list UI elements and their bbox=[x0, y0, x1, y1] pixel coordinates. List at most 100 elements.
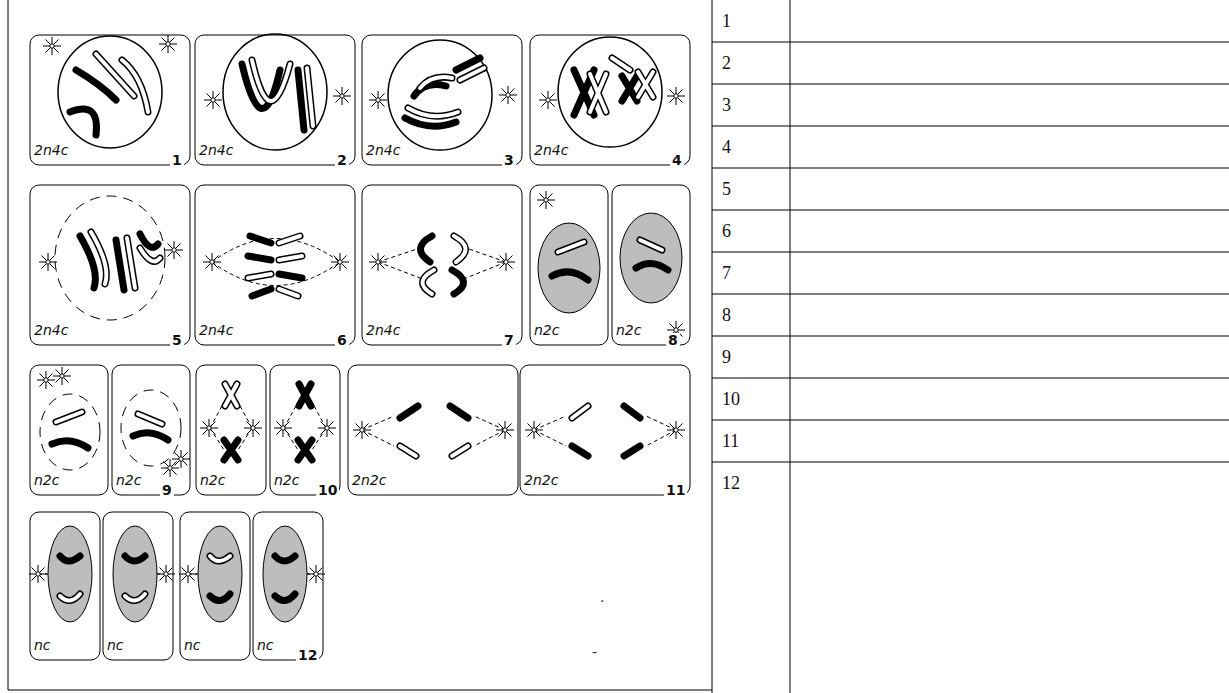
illustration-part bbox=[196, 365, 266, 495]
table-row-number: 5 bbox=[722, 180, 731, 198]
illustration-part bbox=[362, 185, 522, 345]
stage-number: 8 bbox=[666, 333, 680, 347]
illustration-part bbox=[558, 242, 584, 252]
illustration-part bbox=[460, 68, 484, 80]
illustration-part bbox=[712, 252, 1229, 253]
table-grid bbox=[8, 0, 1229, 693]
illustration-part bbox=[223, 34, 327, 150]
illustration-part bbox=[30, 512, 100, 660]
stage-number: 5 bbox=[170, 333, 184, 347]
illustration-part bbox=[212, 262, 340, 286]
illustration-part bbox=[195, 185, 355, 345]
chromosome-formula: n2c bbox=[274, 473, 299, 487]
illustration-part bbox=[552, 272, 588, 280]
illustration-part bbox=[125, 556, 145, 561]
illustration-part bbox=[116, 240, 124, 290]
illustration-part bbox=[279, 256, 302, 260]
illustration-part bbox=[712, 294, 1229, 295]
chromosome-formula: n2c bbox=[200, 473, 225, 487]
stage-number: 3 bbox=[502, 153, 516, 167]
illustration-part bbox=[140, 248, 160, 261]
illustration-part bbox=[307, 68, 313, 126]
illustration-part bbox=[712, 126, 1229, 127]
illustration-part bbox=[590, 74, 606, 112]
illustration-part bbox=[572, 446, 588, 456]
illustration-part bbox=[263, 526, 307, 622]
chromosome-formula: n2c bbox=[34, 473, 59, 487]
illustration-part bbox=[612, 185, 690, 345]
illustration-part bbox=[125, 594, 145, 601]
stage-number: 4 bbox=[670, 153, 684, 167]
stage-6-figure bbox=[195, 185, 355, 345]
table-row-number: 1 bbox=[722, 12, 731, 30]
illustration-part bbox=[422, 270, 434, 294]
illustration-part bbox=[279, 256, 302, 260]
illustration-part bbox=[497, 253, 515, 271]
illustration-part bbox=[638, 72, 653, 97]
illustration-part bbox=[388, 40, 492, 150]
illustration-part bbox=[298, 440, 312, 460]
illustration-part bbox=[30, 35, 190, 165]
illustration-part bbox=[452, 446, 468, 456]
illustration-part bbox=[712, 420, 1229, 421]
illustration-part bbox=[127, 238, 135, 288]
chromosome-formula: 2n4c bbox=[366, 323, 400, 337]
illustration-part bbox=[636, 263, 668, 270]
illustration-part bbox=[624, 446, 640, 456]
illustration-part bbox=[534, 416, 676, 446]
illustration-part bbox=[279, 236, 300, 243]
illustration-part bbox=[122, 60, 148, 112]
table-row-number: 6 bbox=[722, 222, 731, 240]
stage-9-figure bbox=[30, 365, 190, 495]
illustration-part bbox=[157, 565, 175, 583]
illustration-part bbox=[362, 416, 505, 446]
chromosome-formula: nc bbox=[257, 638, 274, 652]
illustration-part bbox=[159, 35, 177, 53]
illustration-part bbox=[279, 289, 298, 296]
illustration-part bbox=[712, 378, 1229, 379]
illustration-part bbox=[279, 274, 302, 278]
stray-mark: - bbox=[592, 645, 597, 659]
illustration-part bbox=[460, 68, 484, 80]
illustration-part bbox=[48, 526, 92, 622]
illustration-part bbox=[307, 565, 325, 583]
illustration-part bbox=[408, 108, 458, 116]
table-row-number: 10 bbox=[722, 390, 740, 408]
illustration-part bbox=[53, 367, 71, 385]
illustration-part bbox=[530, 185, 608, 345]
illustration-part bbox=[56, 412, 82, 422]
illustration-part bbox=[558, 242, 584, 252]
illustration-part bbox=[640, 240, 662, 250]
stage-3-figure bbox=[362, 35, 522, 165]
stage-11-figure bbox=[348, 365, 690, 495]
table-row-number: 9 bbox=[722, 348, 731, 366]
illustration-part bbox=[712, 462, 1229, 463]
illustration-part bbox=[140, 248, 160, 261]
stage-number: 11 bbox=[664, 483, 687, 497]
illustration-part bbox=[248, 256, 271, 260]
illustration-part bbox=[496, 421, 514, 439]
illustration-part bbox=[712, 210, 1229, 211]
illustration-part bbox=[195, 35, 355, 165]
illustration-part bbox=[400, 446, 416, 456]
illustration-part bbox=[121, 390, 181, 466]
illustration-part bbox=[96, 54, 134, 96]
illustration-part bbox=[60, 594, 80, 601]
illustration-part bbox=[38, 574, 317, 575]
illustration-part bbox=[52, 441, 88, 448]
illustration-part bbox=[667, 421, 685, 439]
illustration-part bbox=[8, 0, 9, 690]
stage-number: 1 bbox=[170, 153, 184, 167]
illustration-part bbox=[248, 274, 271, 278]
illustration-part bbox=[638, 72, 653, 97]
illustration-part bbox=[362, 35, 522, 165]
illustration-part bbox=[454, 236, 466, 262]
stage-1-figure bbox=[30, 35, 190, 165]
illustration-part bbox=[499, 86, 517, 104]
illustration-part bbox=[275, 556, 295, 561]
illustration-part bbox=[284, 402, 326, 450]
illustration-part bbox=[210, 594, 230, 601]
chromosome-formula: 2n4c bbox=[34, 143, 68, 157]
illustration-part bbox=[225, 384, 237, 406]
